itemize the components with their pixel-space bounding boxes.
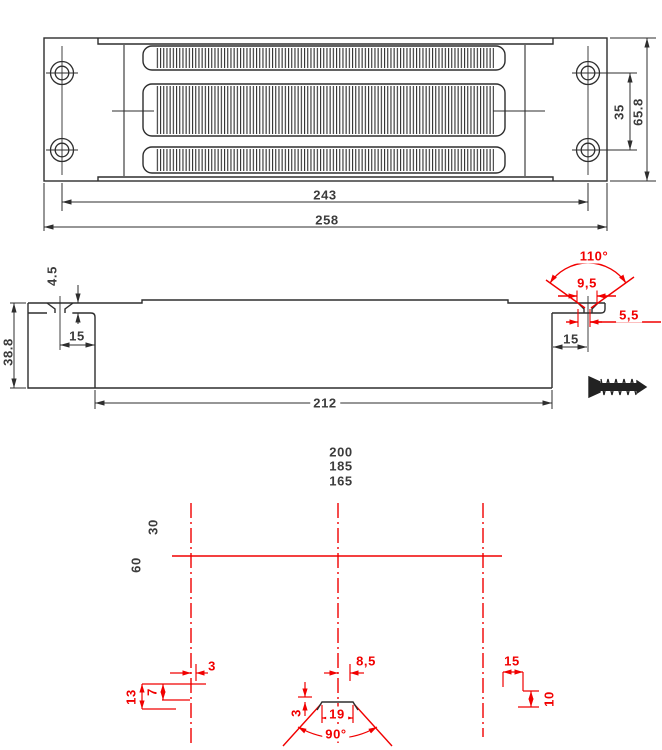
hole-centerlines bbox=[190, 503, 484, 744]
screw-icon bbox=[588, 375, 648, 399]
mounting-holes bbox=[46, 46, 604, 175]
dim-hole-spacing-x: 243 bbox=[313, 187, 337, 203]
countersink-dimensions bbox=[545, 262, 661, 327]
dim-left-hole-offset: 3 bbox=[208, 658, 216, 674]
dim-spacing-mid: 185 bbox=[329, 458, 353, 474]
dim-overall-width: 258 bbox=[315, 212, 339, 228]
dim-hole-width: 5,5 bbox=[616, 307, 642, 323]
top-view bbox=[43, 37, 656, 231]
dim-spacing-outer: 200 bbox=[329, 444, 353, 460]
dim-wire-slot-angle: 90° bbox=[322, 726, 350, 742]
dim-left-step-inner: 7 bbox=[144, 688, 160, 696]
dim-hole-inset-left: 15 bbox=[69, 328, 85, 344]
dim-overall-height-top: 65.8 bbox=[630, 98, 646, 126]
dim-countersink-width: 9,5 bbox=[574, 275, 600, 291]
dim-left-step-depth: 13 bbox=[123, 689, 139, 705]
dim-offset-total: 60 bbox=[128, 557, 144, 573]
housing-outline bbox=[43, 37, 608, 182]
dim-body-length: 212 bbox=[310, 395, 340, 411]
dim-plate-thickness: 4.5 bbox=[44, 266, 60, 286]
dim-spacing-inner: 165 bbox=[329, 473, 353, 489]
dim-right-offset-x: 15 bbox=[504, 653, 520, 669]
dim-wire-slot-offset: 3 bbox=[288, 709, 304, 717]
countersink-left bbox=[46, 302, 74, 313]
dim-offset-top: 30 bbox=[145, 519, 161, 535]
dim-hole-inset-right: 15 bbox=[563, 331, 579, 347]
dim-center-hole-offset: 8,5 bbox=[356, 653, 376, 669]
dim-hole-spacing-y: 35 bbox=[611, 104, 627, 120]
dim-countersink-angle: 110° bbox=[576, 248, 612, 264]
lamination-stacks bbox=[142, 45, 506, 174]
dim-side-height: 38.8 bbox=[0, 338, 16, 366]
dim-wire-slot-width: 19 bbox=[326, 706, 348, 722]
dim-right-offset-y: 10 bbox=[541, 691, 557, 707]
wire-slot-outline bbox=[316, 701, 359, 711]
